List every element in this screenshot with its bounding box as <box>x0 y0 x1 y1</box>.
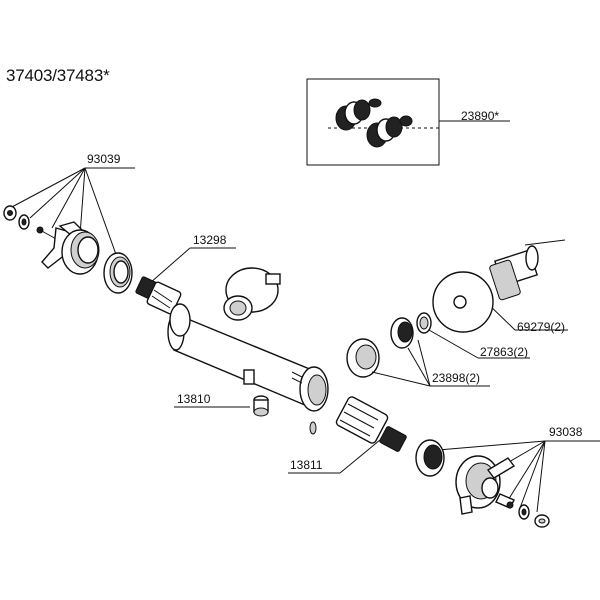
label-27863: 27863(2) <box>480 345 529 359</box>
leader-23898 <box>371 339 490 387</box>
cartridge-13298 <box>135 276 182 315</box>
part-13810 <box>174 395 317 435</box>
label-23898: 23898(2) <box>432 371 481 385</box>
left-handle-assembly <box>3 205 133 294</box>
label-93039: 93039 <box>87 152 121 166</box>
label-13810: 13810 <box>177 392 211 406</box>
right-connectors <box>346 239 568 378</box>
right-handle-assembly <box>415 439 600 528</box>
left-wall-flange <box>169 303 191 337</box>
leader-93039 <box>9 167 135 261</box>
inset-box-23890 <box>306 78 510 166</box>
label-13298: 13298 <box>193 233 227 247</box>
leader-13298 <box>149 247 236 284</box>
thermostat-body <box>167 267 329 412</box>
label-13811: 13811 <box>290 458 323 472</box>
label-23890: 23890* <box>461 109 500 123</box>
cartridge-13811 <box>288 396 407 474</box>
label-93038: 93038 <box>549 425 583 439</box>
diagram-title: 37403/37483* <box>6 66 110 85</box>
